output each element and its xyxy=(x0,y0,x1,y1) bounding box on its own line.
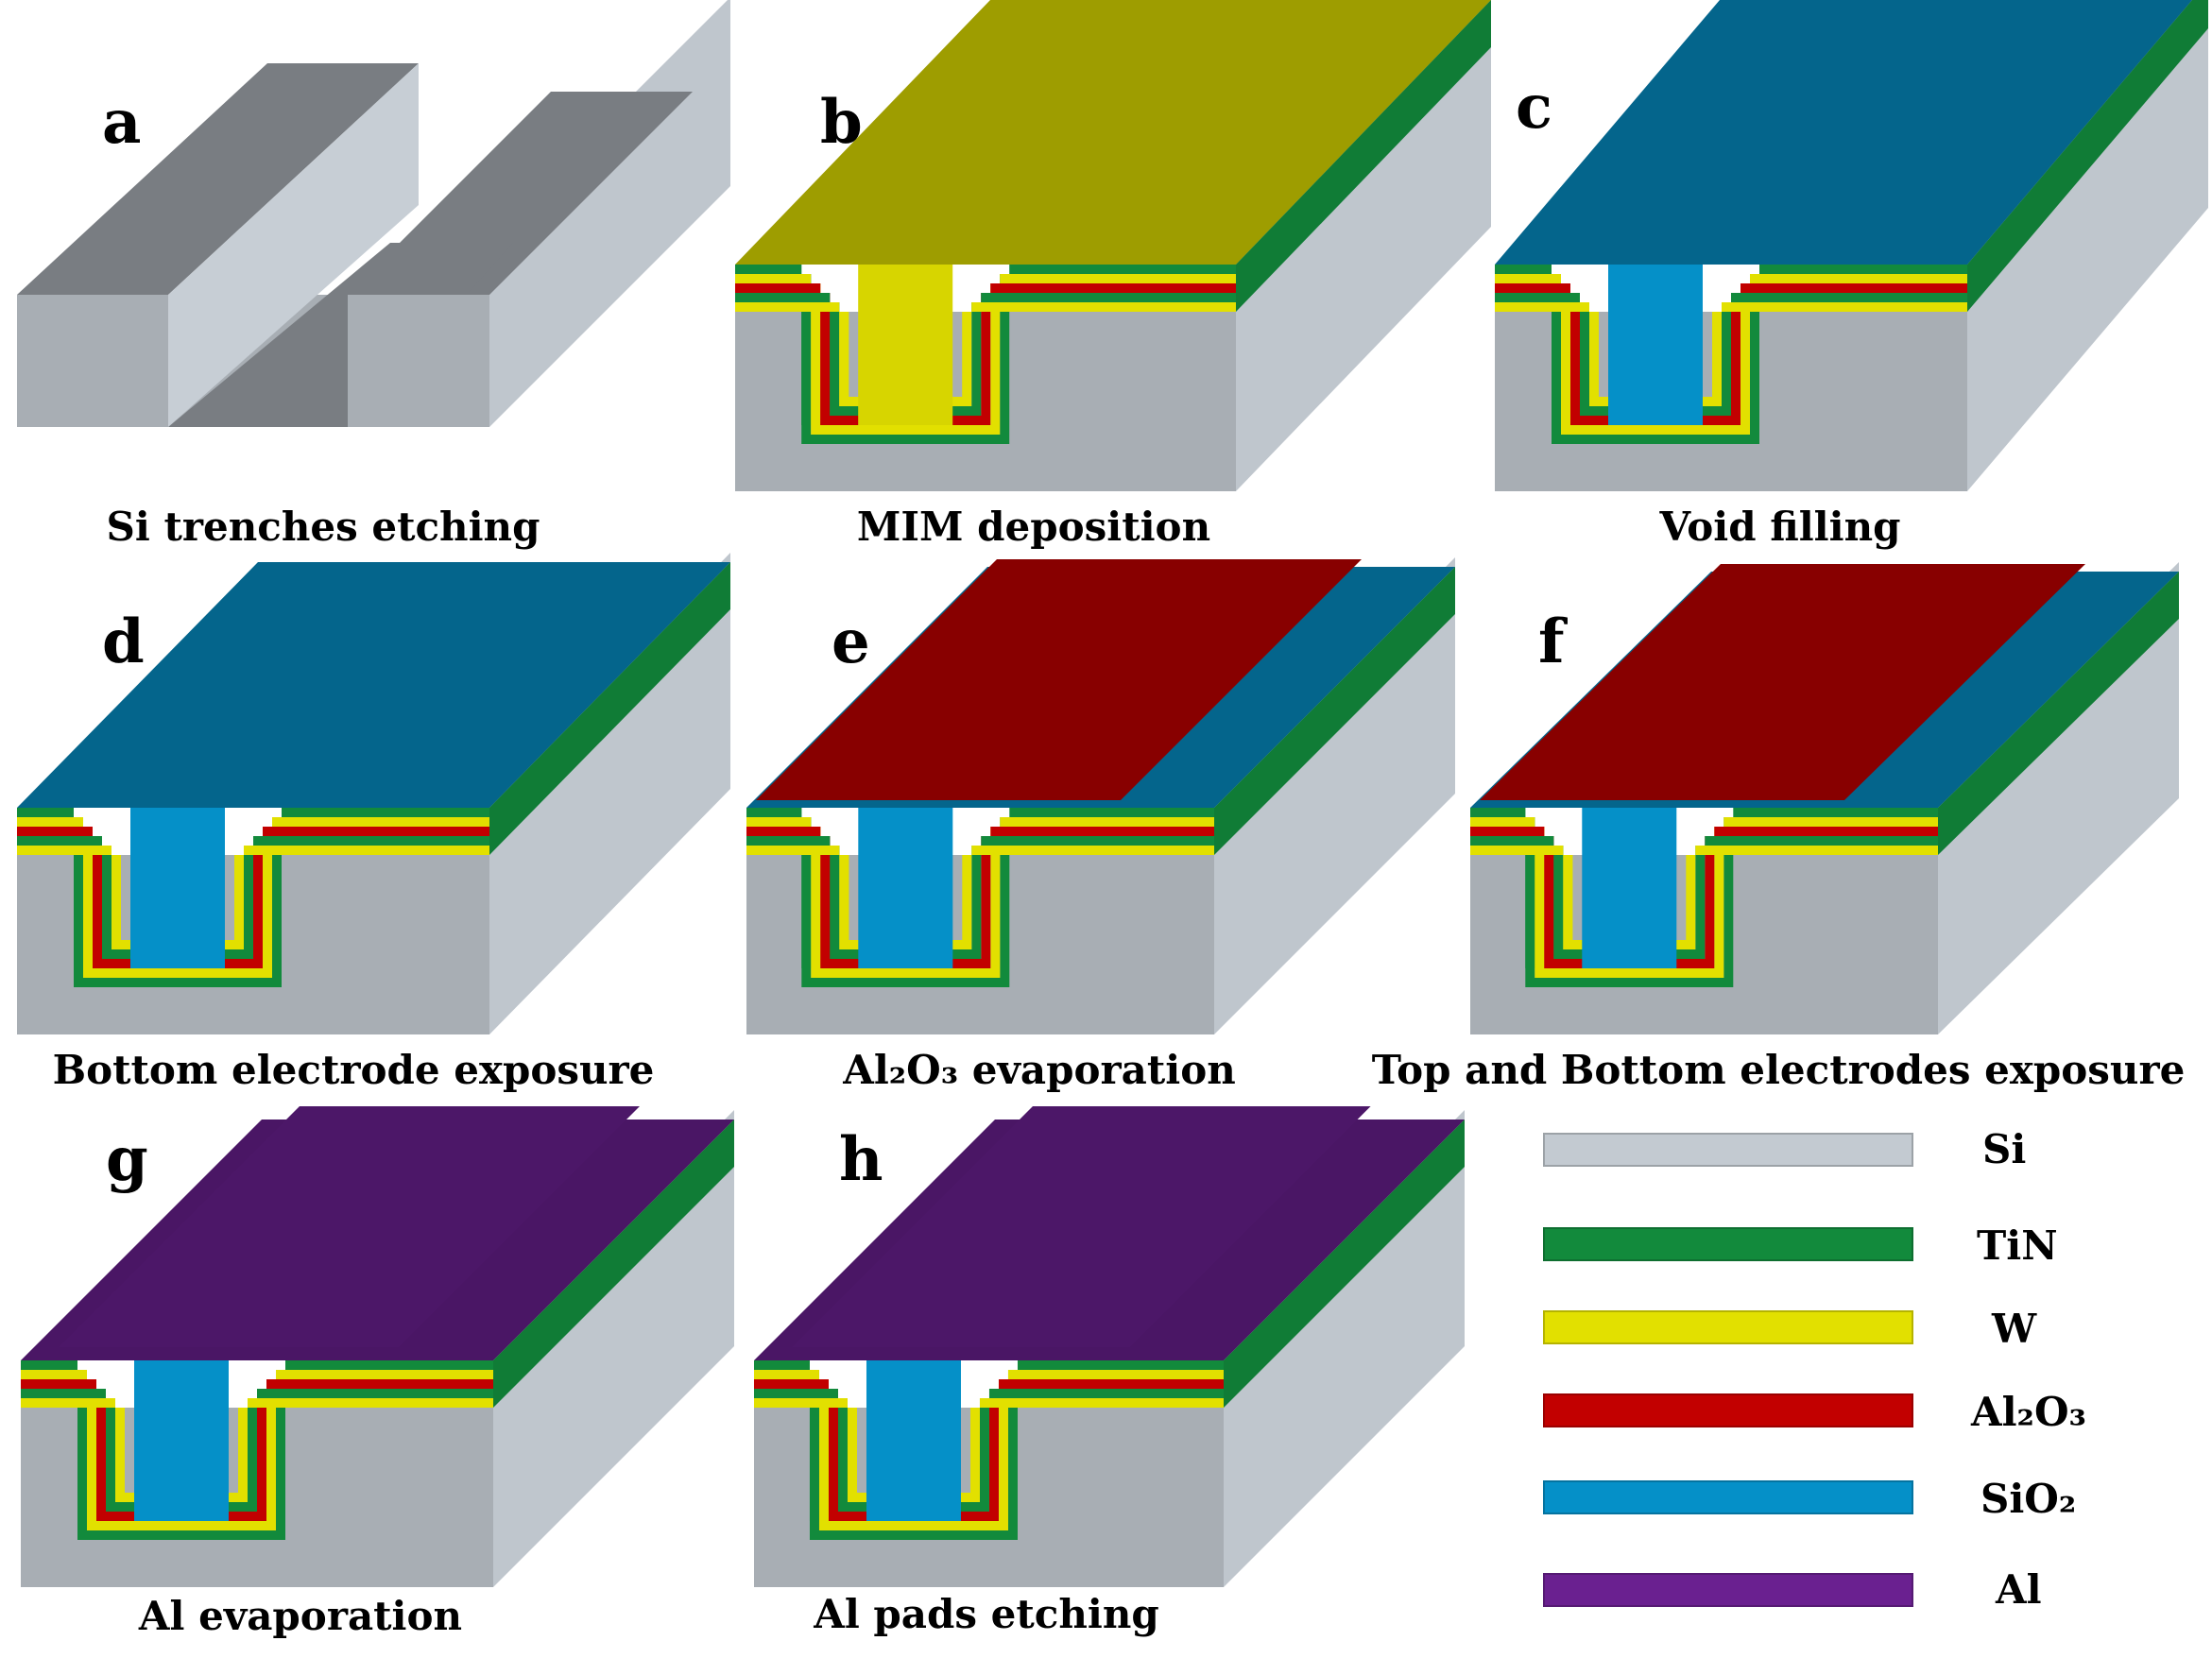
trench-open xyxy=(858,265,953,425)
stack-side xyxy=(1214,567,1455,855)
legend-label-tin: TiN xyxy=(1977,1222,2058,1269)
legend-swatch-al xyxy=(1543,1573,1913,1607)
si-side-face xyxy=(1938,562,2179,1034)
panel-h xyxy=(754,1106,1465,1587)
al-top-coat xyxy=(59,1106,640,1347)
sio2-fill xyxy=(1608,265,1703,425)
panel-c xyxy=(1495,0,2208,491)
stack-tin-3 xyxy=(17,836,489,959)
legend-layer xyxy=(1543,1133,1913,1607)
si-ridge-left-front xyxy=(17,295,168,427)
si-side-face xyxy=(1214,557,1455,1034)
legend-swatch-w xyxy=(1543,1310,1913,1344)
panel-letter-g: g xyxy=(106,1124,148,1195)
al-top-coat xyxy=(792,1106,1371,1347)
panel-letter-f: f xyxy=(1538,607,1565,677)
si-trench-floor xyxy=(168,243,513,427)
stack-w-4 xyxy=(1495,302,1967,406)
si-side-face xyxy=(1224,1110,1465,1587)
caption-b: MIM deposition xyxy=(856,504,1211,550)
panel-f xyxy=(1470,562,2179,1034)
legend-swatch-si xyxy=(1543,1133,1913,1167)
panel-g xyxy=(21,1106,734,1587)
si-side-face xyxy=(489,553,730,1034)
stack-w-4 xyxy=(1470,846,1938,949)
panel-letter-b: b xyxy=(820,87,863,158)
top-surface xyxy=(735,0,1491,265)
legend-label-sio2: SiO₂ xyxy=(1981,1476,2077,1522)
si-side-face xyxy=(493,1110,734,1587)
legend-label-al2o3: Al₂O₃ xyxy=(1971,1389,2086,1435)
caption-h: Al pads etching xyxy=(814,1591,1159,1637)
stack-w-4 xyxy=(754,1398,1224,1502)
si-trench-wall xyxy=(168,63,419,427)
stack-tin-3 xyxy=(1495,293,1967,416)
stack-side xyxy=(1224,1120,1465,1408)
sio2-fill xyxy=(1582,808,1677,968)
al2o3-top-coat xyxy=(756,559,1362,800)
panel-e xyxy=(746,557,1455,1034)
si-side-face xyxy=(1236,0,1491,491)
caption-c: Void filling xyxy=(1659,504,1901,550)
stack-tin-3 xyxy=(1470,836,1938,959)
legend-label-al: Al xyxy=(1996,1566,2042,1613)
sio2-fill xyxy=(134,1360,229,1521)
legend-label-si: Si xyxy=(1982,1126,2027,1172)
stack-w-4 xyxy=(746,846,1214,949)
panel-letter-a: a xyxy=(102,87,142,158)
stack-al2o3-2 xyxy=(735,283,1236,425)
legend-swatch-al2o3 xyxy=(1543,1393,1913,1427)
sio2-fill xyxy=(858,808,953,968)
stack-tin-3 xyxy=(746,836,1214,959)
sio2-fill xyxy=(866,1360,961,1521)
stack-side xyxy=(489,562,730,855)
panel-letter-c: c xyxy=(1516,72,1552,143)
panel-letter-h: h xyxy=(839,1124,883,1195)
stack-tin-3 xyxy=(754,1389,1224,1512)
panels-layer xyxy=(17,0,2208,1587)
stack-tin-3 xyxy=(21,1389,493,1512)
panel-a xyxy=(17,0,730,427)
panel-d xyxy=(17,553,730,1034)
caption-a: Si trenches etching xyxy=(106,504,540,550)
panel-letter-e: e xyxy=(832,607,870,677)
legend-swatch-sio2 xyxy=(1543,1480,1913,1514)
stack-side xyxy=(493,1120,734,1408)
si-side-face xyxy=(1967,0,2208,491)
al2o3-top-coat xyxy=(1480,564,2085,800)
sio2-fill xyxy=(130,808,225,968)
top-surface xyxy=(17,562,730,808)
caption-e: Al₂O₃ evaporation xyxy=(843,1047,1236,1093)
panel-letter-d: d xyxy=(102,607,145,677)
stack-side xyxy=(1967,0,2208,312)
si-ridge-left-top xyxy=(17,63,419,295)
top-surface xyxy=(1495,0,2192,265)
caption-f: Top and Bottom electrodes exposure xyxy=(1371,1047,2186,1093)
stack-side xyxy=(1938,572,2179,855)
si-ridge-right-front xyxy=(348,295,489,427)
caption-g: Al evaporation xyxy=(138,1593,463,1639)
stack-w-4 xyxy=(21,1398,493,1502)
stack-tin-3 xyxy=(735,293,1236,416)
caption-d: Bottom electrode exposure xyxy=(52,1047,655,1093)
stack-side xyxy=(1236,0,1491,312)
panel-b xyxy=(735,0,1491,491)
stack-w-4 xyxy=(17,846,489,949)
legend-swatch-tin xyxy=(1543,1227,1913,1261)
legend-label-w: W xyxy=(1992,1306,2037,1352)
